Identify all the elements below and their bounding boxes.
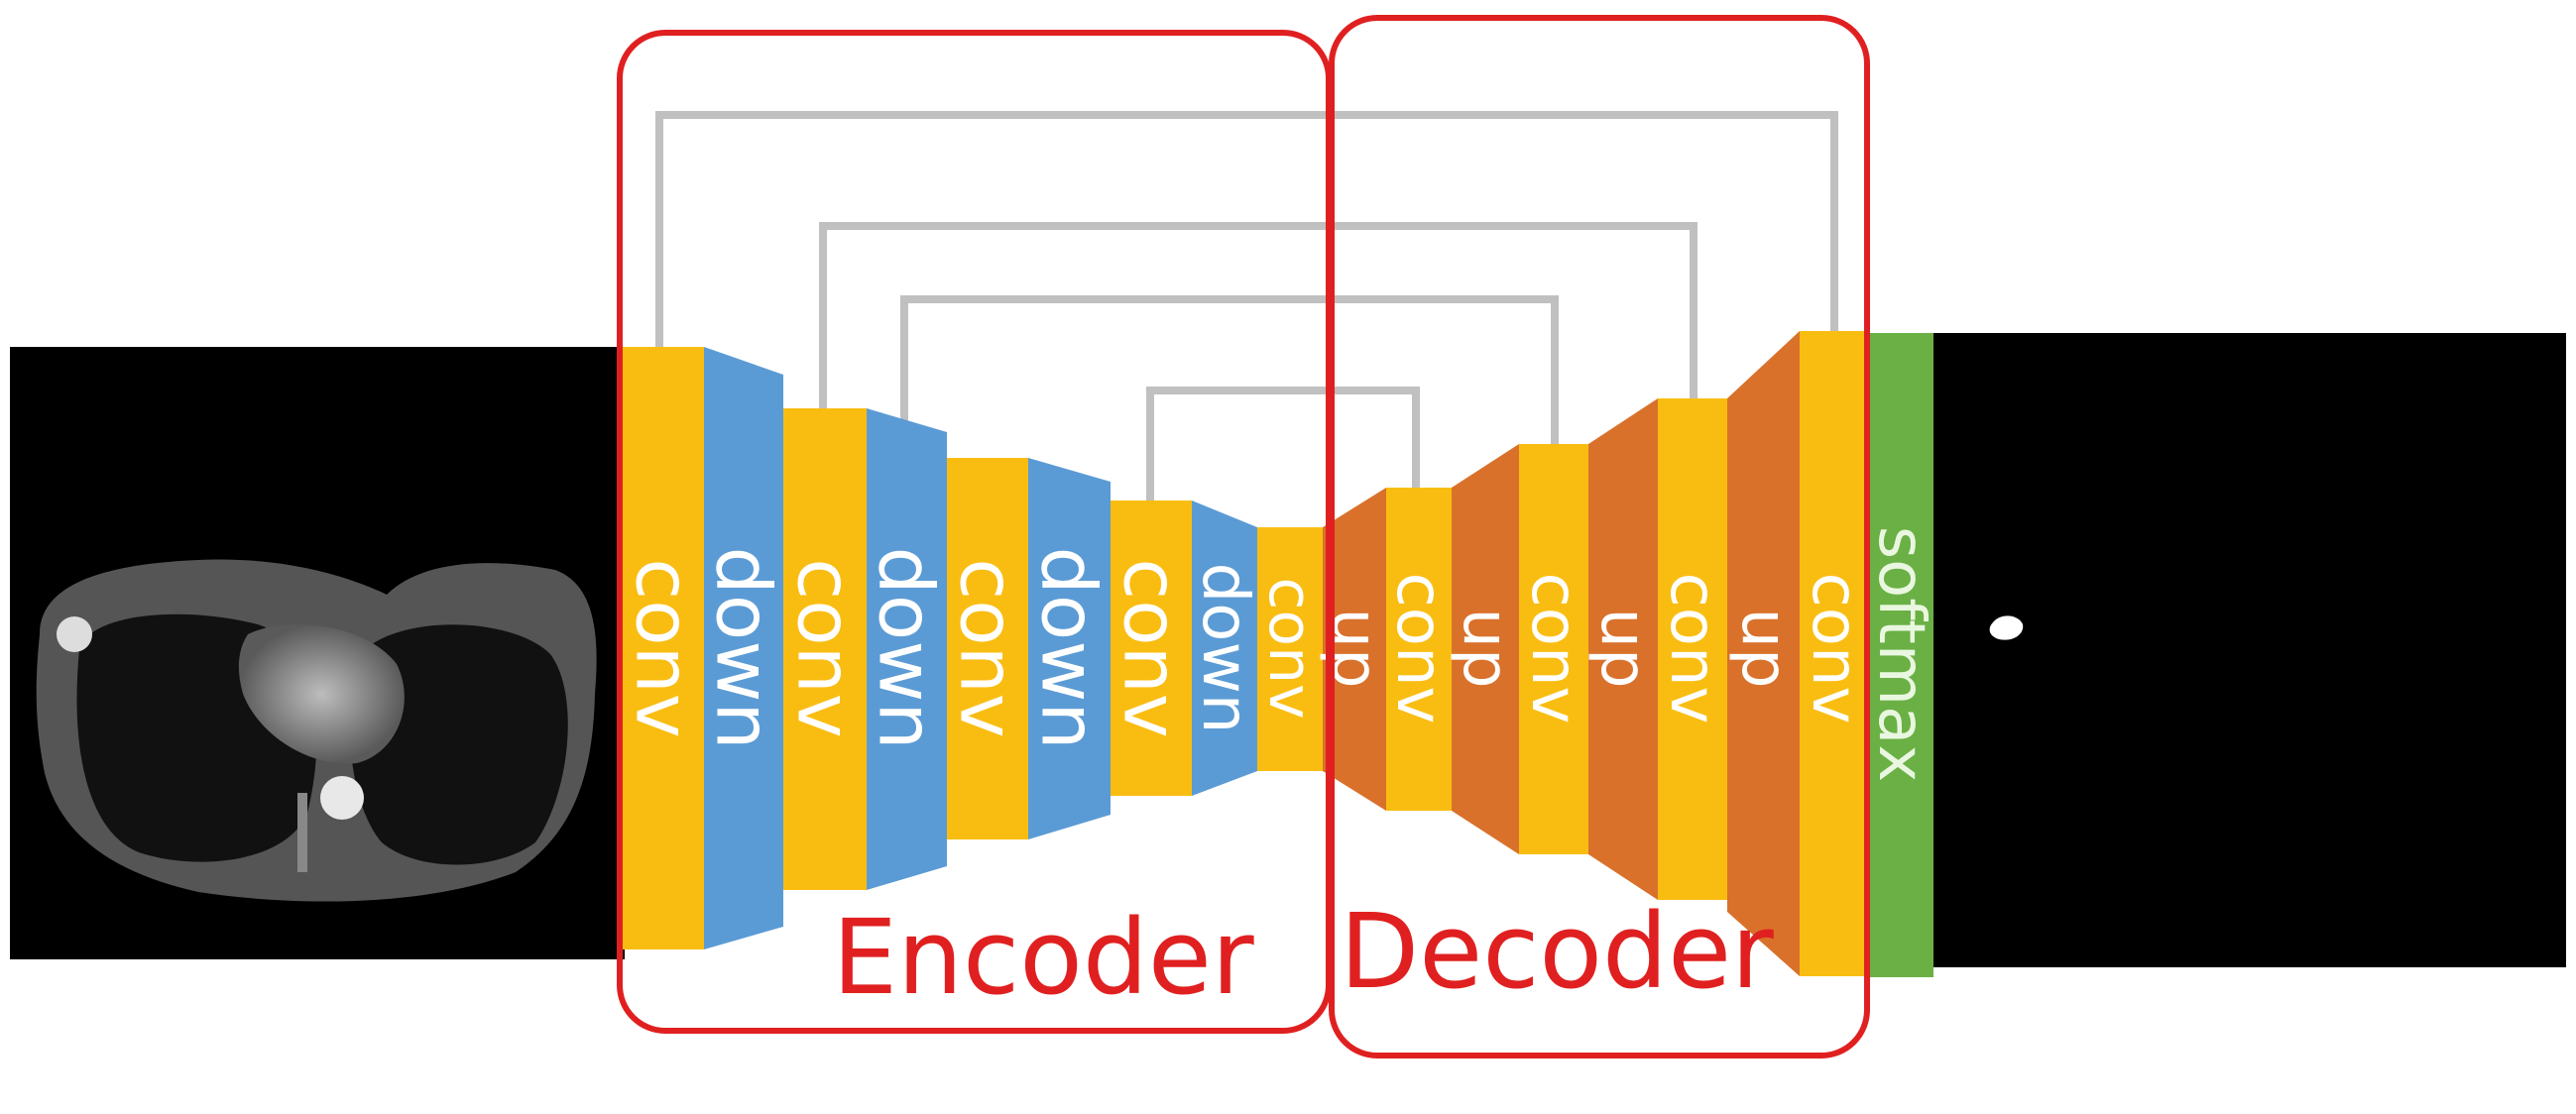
region-boxes (617, 15, 1870, 1058)
enc-conv-label-2: conv (781, 558, 870, 737)
bottleneck-conv-block (1257, 527, 1323, 771)
dec-conv-block-2 (1519, 444, 1588, 854)
input-mri-image (10, 347, 625, 959)
skip-connection-3 (900, 295, 1559, 444)
dec-conv-label-4: conv (1798, 573, 1871, 724)
dec-conv-block-3 (1658, 398, 1727, 900)
dec-up-block-1 (1323, 488, 1386, 811)
enc-down-block-2 (867, 408, 947, 890)
softmax-label: softmax (1864, 526, 1937, 782)
enc-conv-block-3 (947, 458, 1028, 839)
enc-down-block-3 (1028, 458, 1111, 839)
enc-down-block-4 (1192, 501, 1257, 796)
enc-conv-label-4: conv (1108, 558, 1196, 737)
dec-up-label-2: up (1449, 608, 1522, 688)
skip-connection-1 (655, 111, 1838, 347)
dec-conv-label-2: conv (1517, 573, 1590, 724)
dec-conv-block-4 (1800, 331, 1869, 976)
dec-up-label-3: up (1586, 608, 1660, 688)
enc-down-label-1: down (700, 546, 788, 749)
layer-labels: conv down conv down conv down conv down … (620, 526, 1938, 782)
dec-conv-label-3: conv (1656, 573, 1729, 724)
dec-conv-block-1 (1386, 488, 1452, 811)
enc-conv-block-4 (1111, 501, 1192, 796)
encoder-layers (623, 347, 1323, 949)
decoder-layers (1323, 331, 1933, 977)
enc-down-block-1 (704, 347, 783, 949)
enc-down-label-4: down (1188, 563, 1261, 734)
softmax-block (1869, 333, 1933, 977)
dec-up-label-4: up (1727, 608, 1801, 688)
skip-connections (655, 111, 1838, 501)
enc-conv-label-1: conv (620, 558, 708, 737)
dec-up-block-3 (1588, 398, 1658, 900)
dec-up-block-4 (1727, 331, 1800, 976)
decoder-region-box (1329, 15, 1870, 1058)
enc-down-label-2: down (863, 546, 951, 749)
enc-conv-block-1 (623, 347, 704, 949)
skip-connection-4 (1146, 387, 1420, 501)
enc-conv-block-2 (783, 408, 867, 890)
dec-conv-label-1: conv (1382, 573, 1456, 724)
encoder-label: Encoder (832, 897, 1253, 1018)
bottleneck-conv-label: conv (1255, 577, 1325, 719)
dec-up-block-2 (1452, 444, 1519, 854)
output-segmentation-mask (1933, 333, 2566, 967)
decoder-label: Decoder (1340, 891, 1774, 1012)
enc-conv-label-3: conv (944, 558, 1032, 737)
enc-down-label-3: down (1025, 546, 1113, 749)
skip-connection-2 (819, 222, 1698, 408)
